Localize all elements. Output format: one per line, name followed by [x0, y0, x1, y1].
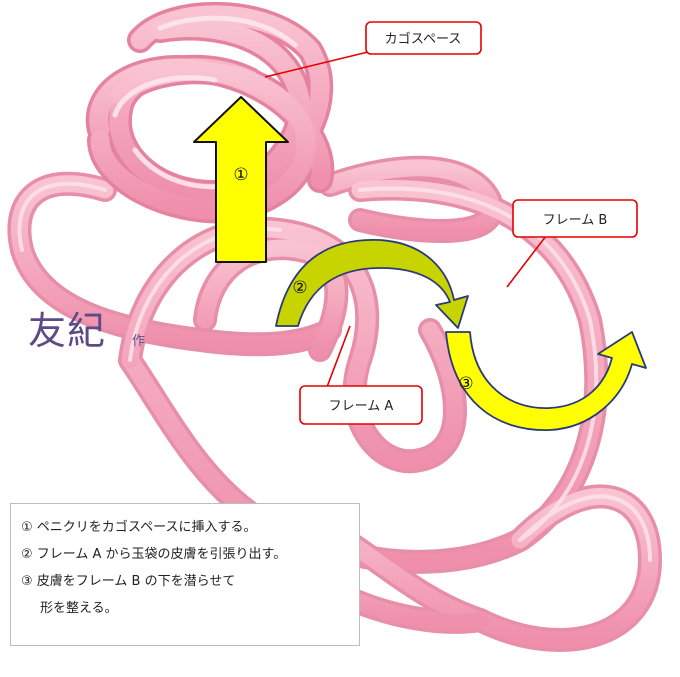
- callout-frame-a: フレーム A: [299, 325, 423, 425]
- signature-suffix: 作: [132, 334, 146, 349]
- callout-basket-label: カゴスペース: [385, 31, 462, 47]
- step1-marker: ①: [233, 165, 248, 185]
- curved-arrow-step2: ②: [275, 238, 469, 329]
- callout-frame-b-label: フレーム B: [543, 213, 608, 228]
- instruction-step-2: ② フレーム A から玉袋の皮膚を引張り出す。: [21, 547, 287, 562]
- instruction-step-3: ③ 皮膚をフレーム B の下を潜らせて: [21, 574, 236, 589]
- instruction-step-3-continued: 形を整える。: [40, 601, 118, 616]
- callout-frame-b: フレーム B: [506, 199, 638, 288]
- step3-marker: ③: [458, 374, 473, 394]
- instructions-box: ① ペニクリをカゴスペースに挿入する。 ② フレーム A から玉袋の皮膚を引張り…: [10, 503, 360, 646]
- curved-arrow-step3: ③: [445, 331, 647, 431]
- callout-frame-a-label: フレーム A: [329, 399, 394, 414]
- step2-marker: ②: [292, 278, 307, 298]
- instruction-step-1: ① ペニクリをカゴスペースに挿入する。: [21, 520, 257, 535]
- basket-loops: [85, 1, 335, 224]
- signature-name: 友紀: [28, 309, 107, 353]
- up-arrow-step1: ①: [193, 96, 289, 263]
- callout-basket: カゴスペース: [264, 21, 482, 78]
